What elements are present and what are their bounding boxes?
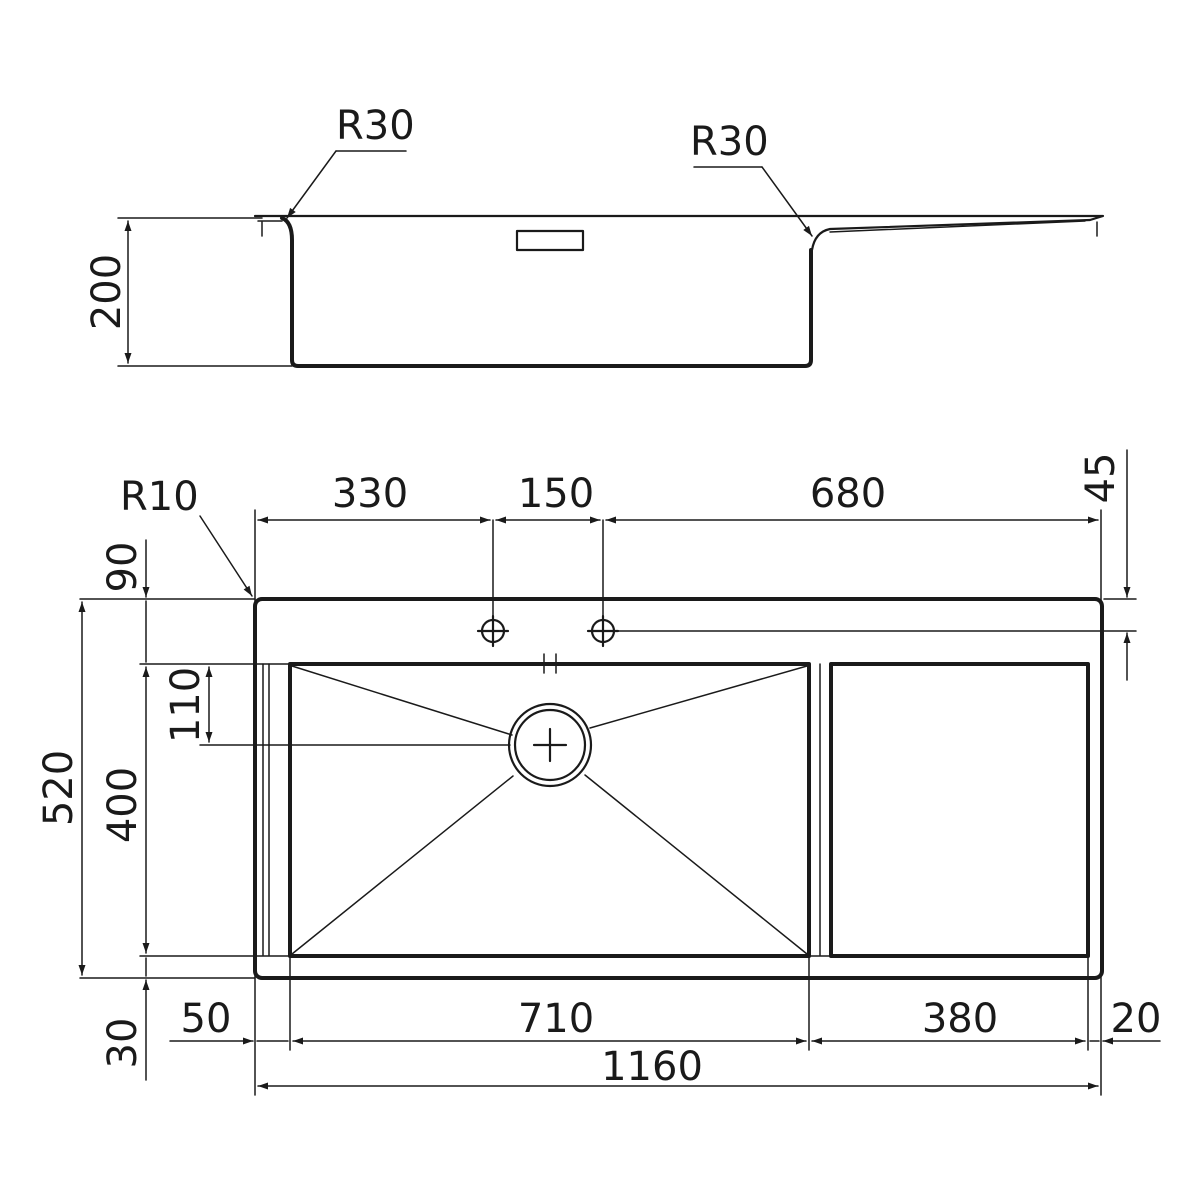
dim-label-520: 520: [36, 750, 82, 826]
depth-label: 200: [84, 254, 130, 330]
side-view: R30 R30 200: [84, 103, 1105, 368]
bowl-slope-lines: [291, 665, 808, 955]
drainer-panel: [829, 662, 1090, 958]
dim-label-20: 20: [1111, 996, 1162, 1042]
drain-inner-ring: [513, 708, 587, 782]
side-view-top-edge: [253, 214, 1105, 252]
radius-left-label: R30: [336, 103, 415, 149]
dim-label-110: 110: [163, 667, 209, 743]
side-view-bowl: [280, 216, 813, 368]
dim-label-710: 710: [518, 996, 594, 1042]
dim-label-680: 680: [810, 471, 886, 517]
dim-label-50: 50: [181, 996, 232, 1042]
drain-cross-icon: [532, 727, 568, 763]
dim-label-45: 45: [1078, 453, 1124, 504]
overflow-slot: [515, 229, 585, 252]
sink-outline: [253, 597, 1104, 980]
corner-radius-leader: [199, 515, 253, 597]
dim-label-30: 30: [100, 1018, 146, 1069]
dim-label-150: 150: [518, 471, 594, 517]
side-view-top-edge-inner: [257, 220, 1086, 233]
center-mark: [537, 653, 564, 674]
main-bowl: [288, 662, 811, 958]
radius-left-leader-arrow: [286, 150, 337, 219]
corner-radius-label: R10: [120, 474, 199, 520]
dim-label-330: 330: [332, 471, 408, 517]
dim-label-90: 90: [100, 542, 146, 593]
dim-label-400: 400: [100, 767, 146, 843]
radius-right-leader-arrow: [761, 166, 813, 237]
tap-hole-left-icon: [476, 614, 510, 648]
radius-right-label: R30: [690, 119, 769, 165]
top-view: 330 150 680 R10 45 90 110 520 400 30: [36, 449, 1162, 1096]
dim-label-1160: 1160: [601, 1044, 703, 1090]
dim-label-380: 380: [922, 996, 998, 1042]
